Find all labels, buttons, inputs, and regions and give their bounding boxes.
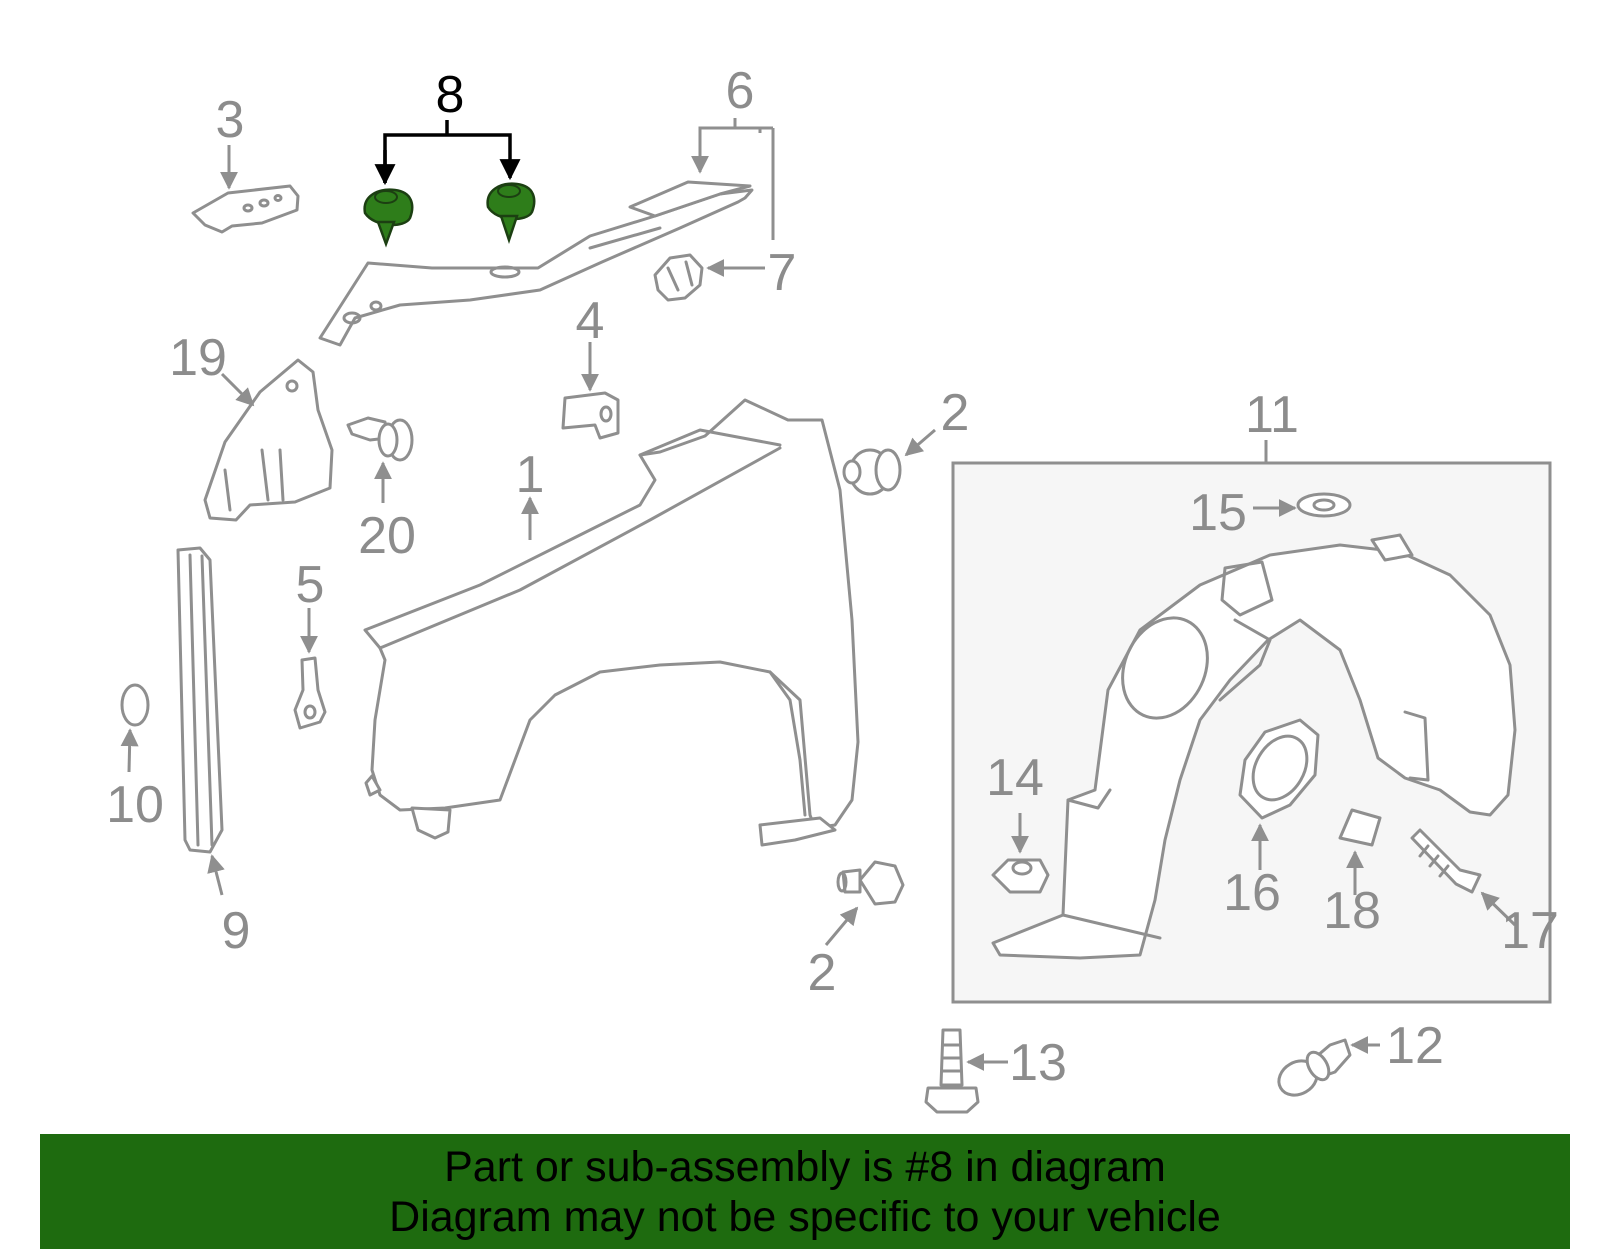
callout-19: 19 [169,329,227,387]
callout-10: 10 [106,776,164,834]
part-17-screw[interactable] [1410,828,1482,894]
part-3-bracket[interactable] [191,184,300,234]
part-7-bracket[interactable] [653,253,704,302]
callout-6: 6 [726,62,755,120]
part-16-vent[interactable] [1238,718,1320,820]
part-13-bolt[interactable] [924,1028,980,1114]
callout-15: 15 [1189,484,1247,542]
callout-18: 18 [1323,882,1381,940]
part-12-push-pin[interactable] [1273,1038,1352,1102]
callout-11: 11 [1245,386,1299,444]
callout-16: 16 [1223,864,1281,922]
callout-5: 5 [296,556,325,614]
callout-8: 8 [436,66,465,124]
part-4-bracket[interactable] [561,391,620,440]
callout-2-lower: 2 [808,944,837,1002]
callout-7: 7 [768,244,797,302]
part-11-inner-liner[interactable] [991,533,1517,960]
part-18-clip[interactable] [1338,808,1382,847]
callout-14: 14 [986,749,1044,807]
part-2-lower-bolt[interactable] [836,860,905,906]
part-6-upper-rail[interactable] [318,180,754,347]
part-8-clip-left[interactable] [363,188,414,248]
part-2-upper-bolt[interactable] [842,448,902,496]
banner-line-2: Diagram may not be specific to your vehi… [389,1193,1221,1241]
part-5-bracket[interactable] [293,656,327,730]
part-19-splash-shield[interactable] [203,358,334,522]
part-15-grommet[interactable] [1296,492,1352,518]
callout-20: 20 [358,507,416,565]
info-banner: Part or sub-assembly is #8 in diagram Di… [40,1134,1570,1249]
callout-13: 13 [1009,1034,1067,1092]
callout-9: 9 [222,902,251,960]
part-1-fender[interactable] [363,398,860,847]
callout-1: 1 [516,446,545,504]
part-8-clip-right[interactable] [486,182,536,244]
callout-3: 3 [216,91,245,149]
part-9-seal-strip[interactable] [176,546,224,854]
callout-17: 17 [1501,902,1559,960]
callout-2-upper: 2 [941,384,970,442]
callout-12: 12 [1386,1017,1444,1075]
banner-line-1: Part or sub-assembly is #8 in diagram [444,1143,1166,1191]
part-10-plug[interactable] [120,683,150,727]
part-14-nut[interactable] [991,858,1050,894]
callout-4: 4 [576,292,605,350]
part-20-push-pin[interactable] [346,416,414,462]
